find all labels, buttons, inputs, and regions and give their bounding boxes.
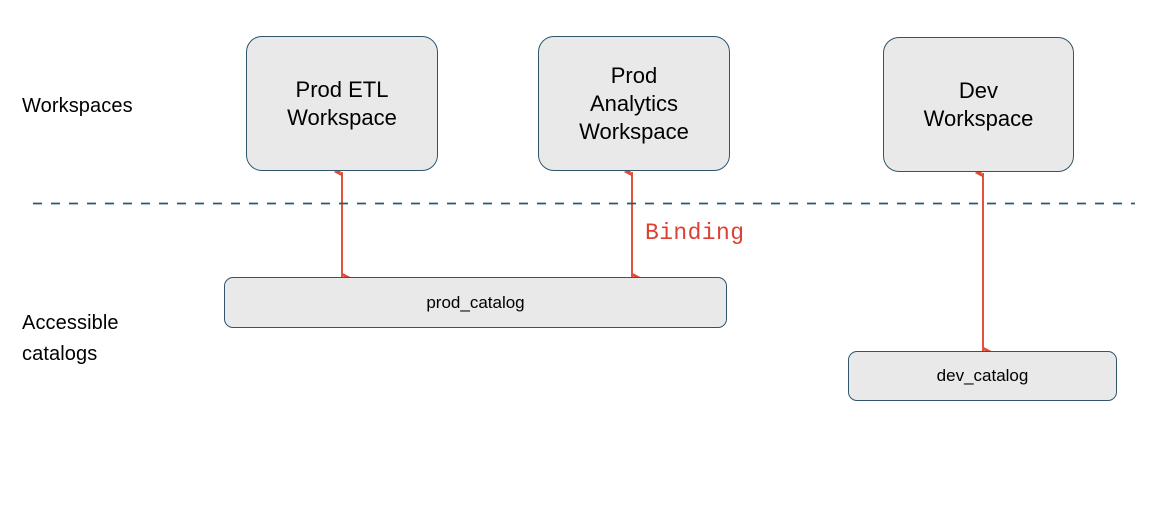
catalog-node-prod-catalog[interactable]: prod_catalog [224,277,727,328]
row-label-workspaces: Workspaces [22,95,133,117]
binding-annotation-label: Binding [645,220,745,246]
workspace-node-prod-analytics[interactable]: Prod Analytics Workspace [538,36,730,171]
catalog-node-dev-catalog[interactable]: dev_catalog [848,351,1117,401]
row-label-accessible-catalogs: Accessible catalogs [22,312,119,365]
workspace-node-dev[interactable]: Dev Workspace [883,37,1074,172]
workspace-node-prod-etl[interactable]: Prod ETL Workspace [246,36,438,171]
